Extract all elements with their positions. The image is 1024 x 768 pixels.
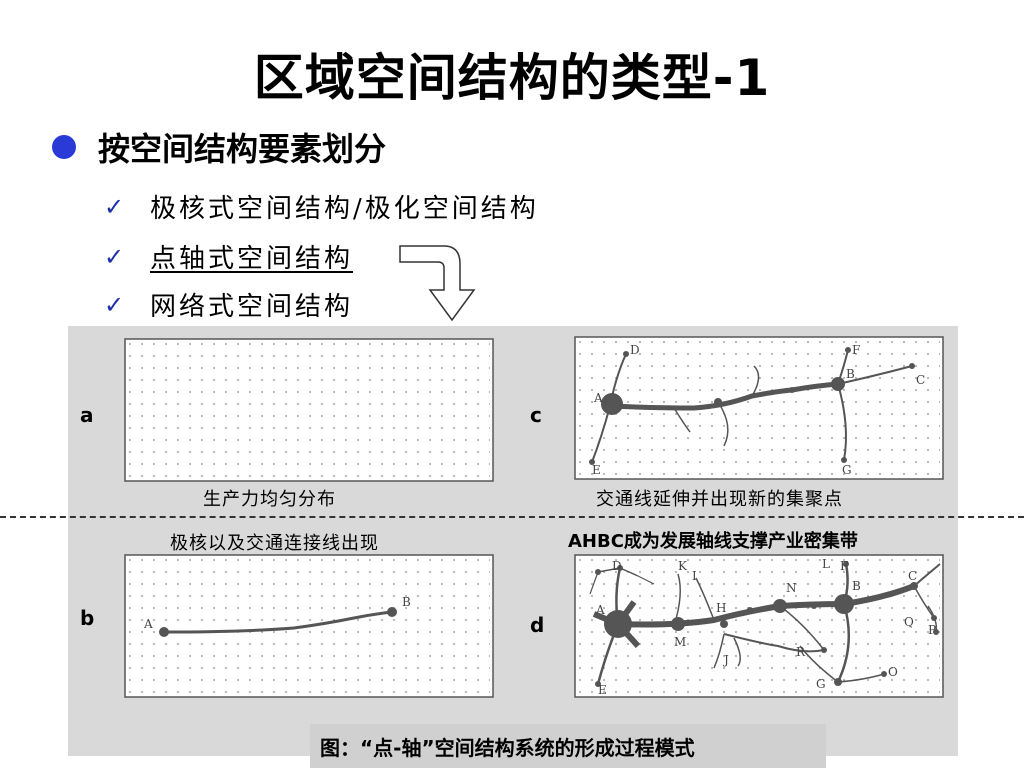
map-label: P	[928, 623, 936, 637]
map-label: Q	[904, 615, 914, 629]
panel-letter-a: a	[80, 403, 94, 427]
checkmark-icon: ✓	[104, 242, 125, 271]
map-label: N	[786, 581, 797, 595]
map-label: G	[816, 677, 826, 691]
map-panel-b: A B	[124, 554, 494, 698]
map-label: K	[678, 559, 688, 573]
bullet-row: 按空间结构要素划分	[52, 124, 386, 170]
slide-title: 区域空间结构的类型-1	[253, 49, 771, 107]
check-item-text: 网络式空间结构	[150, 292, 354, 322]
map-label: B	[852, 579, 861, 593]
check-item-text: 点轴式空间结构	[150, 244, 354, 274]
panel-b-caption: 极核以及交通连接线出现	[170, 533, 379, 554]
map-label: J	[722, 653, 729, 667]
bullet-text: 按空间结构要素划分	[98, 130, 387, 168]
check-item-2: ✓ 点轴式空间结构	[104, 238, 353, 275]
map-label: G	[842, 463, 852, 477]
checkmark-icon: ✓	[104, 290, 125, 319]
map-label: B	[402, 595, 411, 609]
checkmark-icon: ✓	[104, 192, 125, 221]
map-label: B	[846, 367, 855, 381]
map-label: E	[592, 463, 601, 477]
map-label: C	[916, 373, 925, 387]
map-label: E	[598, 683, 607, 697]
map-label: F	[852, 343, 860, 357]
panel-d-caption: AHBC成为发展轴线支撑产业密集带	[568, 531, 858, 552]
curved-arrow-icon	[399, 245, 476, 322]
map-label: A	[595, 603, 605, 617]
map-label: M	[674, 635, 686, 649]
map-panel-a	[124, 338, 494, 482]
map-label: C	[908, 569, 917, 583]
map-label: I	[692, 569, 697, 583]
panel-letter-b: b	[80, 606, 95, 630]
dashed-divider	[0, 516, 1024, 518]
map-panel-c: A B C D E F G	[574, 336, 944, 480]
map-label: A	[143, 617, 153, 631]
check-item-text: 极核式空间结构/极化空间结构	[150, 194, 539, 224]
panel-letter-c: c	[530, 403, 542, 427]
map-label: D	[612, 559, 622, 573]
map-label: L	[822, 557, 830, 571]
panel-letter-d: d	[530, 613, 545, 637]
map-label: R	[796, 645, 806, 659]
map-label: F	[840, 559, 848, 573]
map-panel-d: A B C D E F G H I J K L M N O P Q R	[574, 554, 944, 698]
panel-a-caption: 生产力均匀分布	[203, 489, 336, 510]
figure-caption: 图：“点-轴”空间结构系统的形成过程模式	[310, 724, 826, 768]
map-label: O	[888, 665, 898, 679]
map-label: A	[593, 391, 603, 405]
map-label: H	[716, 601, 726, 615]
map-label: D	[630, 343, 640, 357]
bullet-dot-icon	[52, 135, 76, 159]
panel-c-caption: 交通线延伸并出现新的集聚点	[596, 489, 843, 510]
check-item-3: ✓ 网络式空间结构	[104, 286, 353, 323]
check-item-1: ✓ 极核式空间结构/极化空间结构	[104, 188, 539, 225]
